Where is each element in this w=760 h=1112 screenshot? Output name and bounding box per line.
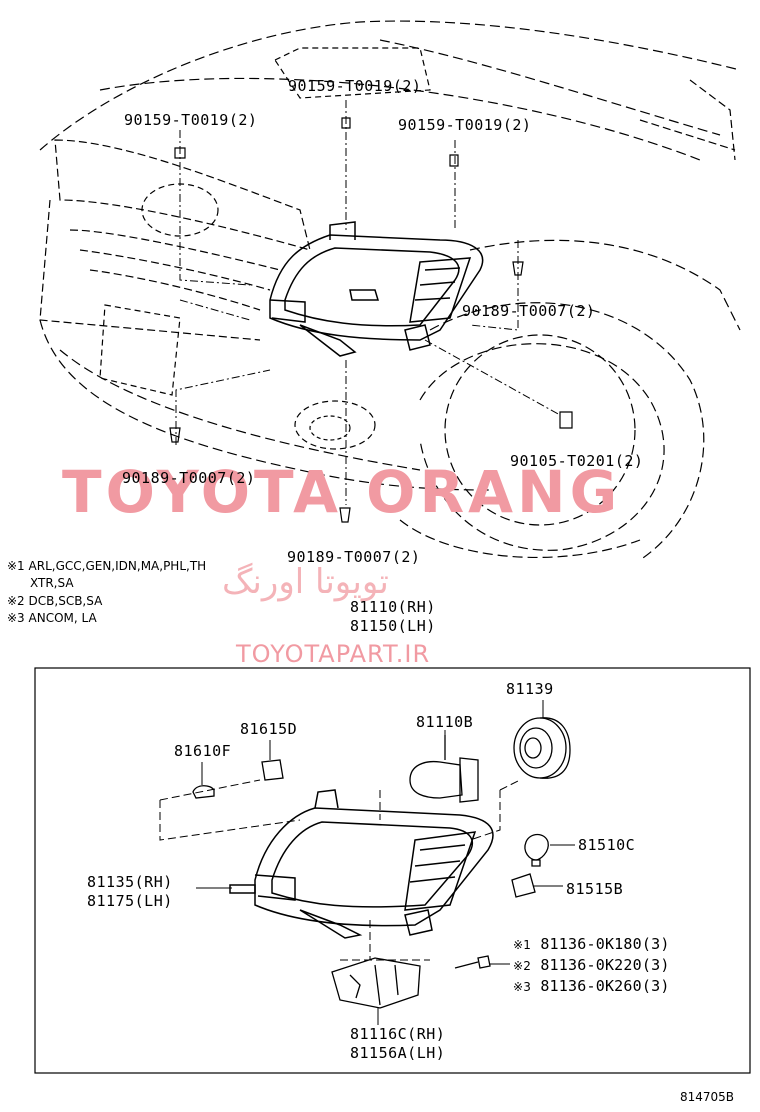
label-small-bulb: 81610F <box>174 742 232 760</box>
parts-box <box>34 667 751 1074</box>
note-3: ※3 ANCOM, LA <box>7 611 97 626</box>
fender-outline <box>469 239 741 331</box>
label-screw-1: ※1 81136-0K180(3) <box>513 935 670 954</box>
bracket-81116C <box>331 957 421 1009</box>
note-text: DCB,SCB,SA <box>28 594 103 608</box>
note-mark: ※3 <box>7 611 25 625</box>
label-socket: 81139 <box>506 680 554 698</box>
label-clip-bottom: 90189-T0007(2) <box>287 548 421 566</box>
fasteners <box>169 117 573 523</box>
note-mark: ※1 <box>7 559 25 573</box>
watermark-url: TOYOTAPART.IR <box>236 640 431 668</box>
label-screw-right: 90105-T0201(2) <box>510 452 644 470</box>
note-mark: ※2 <box>7 594 25 608</box>
screw-part: 81136-0K220(3) <box>540 956 670 974</box>
label-screw-2: ※2 81136-0K220(3) <box>513 956 670 975</box>
label-signal-bulb: 81510C <box>578 836 636 854</box>
hood-crease <box>99 77 701 161</box>
wheel-outline <box>444 334 636 526</box>
adjust-screw <box>454 955 491 969</box>
grille-outline <box>54 139 311 251</box>
label-housing-lh: 81175(LH) <box>87 892 173 910</box>
diagram-code: 814705B <box>680 1090 735 1104</box>
installed-headlamp <box>269 221 484 357</box>
note-text: ANCOM, LA <box>28 611 97 625</box>
label-small-socket: 81615D <box>240 720 298 738</box>
label-clip-right: 90189-T0007(2) <box>462 302 596 320</box>
label-bulb-main: 81110B <box>416 713 474 731</box>
note-1-cont: XTR,SA <box>30 576 74 591</box>
label-bracket-rh: 81116C(RH) <box>350 1025 446 1043</box>
label-housing-rh: 81135(RH) <box>87 873 173 891</box>
screw-mark: ※2 <box>513 959 532 973</box>
watermark-brand: TOYOTA ORANG <box>62 458 622 526</box>
headlamp-housing <box>229 789 494 939</box>
socket-81615D <box>261 759 284 781</box>
socket-81139 <box>513 717 571 779</box>
label-signal-socket: 81515B <box>566 880 624 898</box>
bulb-81510C <box>524 833 549 861</box>
label-assembly-rh: 81110(RH) <box>350 598 436 616</box>
socket-81515B <box>511 873 536 898</box>
label-screw-3: ※3 81136-0K260(3) <box>513 977 670 996</box>
screw-part: 81136-0K180(3) <box>540 935 670 953</box>
label-bracket-lh: 81156A(LH) <box>350 1044 446 1062</box>
note-2: ※2 DCB,SCB,SA <box>7 594 102 609</box>
bulb-81110B <box>409 735 479 803</box>
note-text: XTR,SA <box>30 576 74 590</box>
screw-mark: ※1 <box>513 938 532 952</box>
label-bolt-left: 90159-T0019(2) <box>124 111 258 129</box>
label-bolt-right: 90159-T0019(2) <box>398 116 532 134</box>
note-text: ARL,GCC,GEN,IDN,MA,PHL,TH <box>28 559 207 573</box>
note-1: ※1 ARL,GCC,GEN,IDN,MA,PHL,TH <box>7 559 206 574</box>
label-assembly-lh: 81150(LH) <box>350 617 436 635</box>
label-clip-left: 90189-T0007(2) <box>122 469 256 487</box>
watermark-persian: تویوتا اورنگ <box>222 562 389 602</box>
hood-outline <box>39 20 741 151</box>
bulb-81610F <box>192 785 215 799</box>
screw-mark: ※3 <box>513 980 532 994</box>
screw-part: 81136-0K260(3) <box>540 977 670 995</box>
label-bolt-top: 90159-T0019(2) <box>288 77 422 95</box>
